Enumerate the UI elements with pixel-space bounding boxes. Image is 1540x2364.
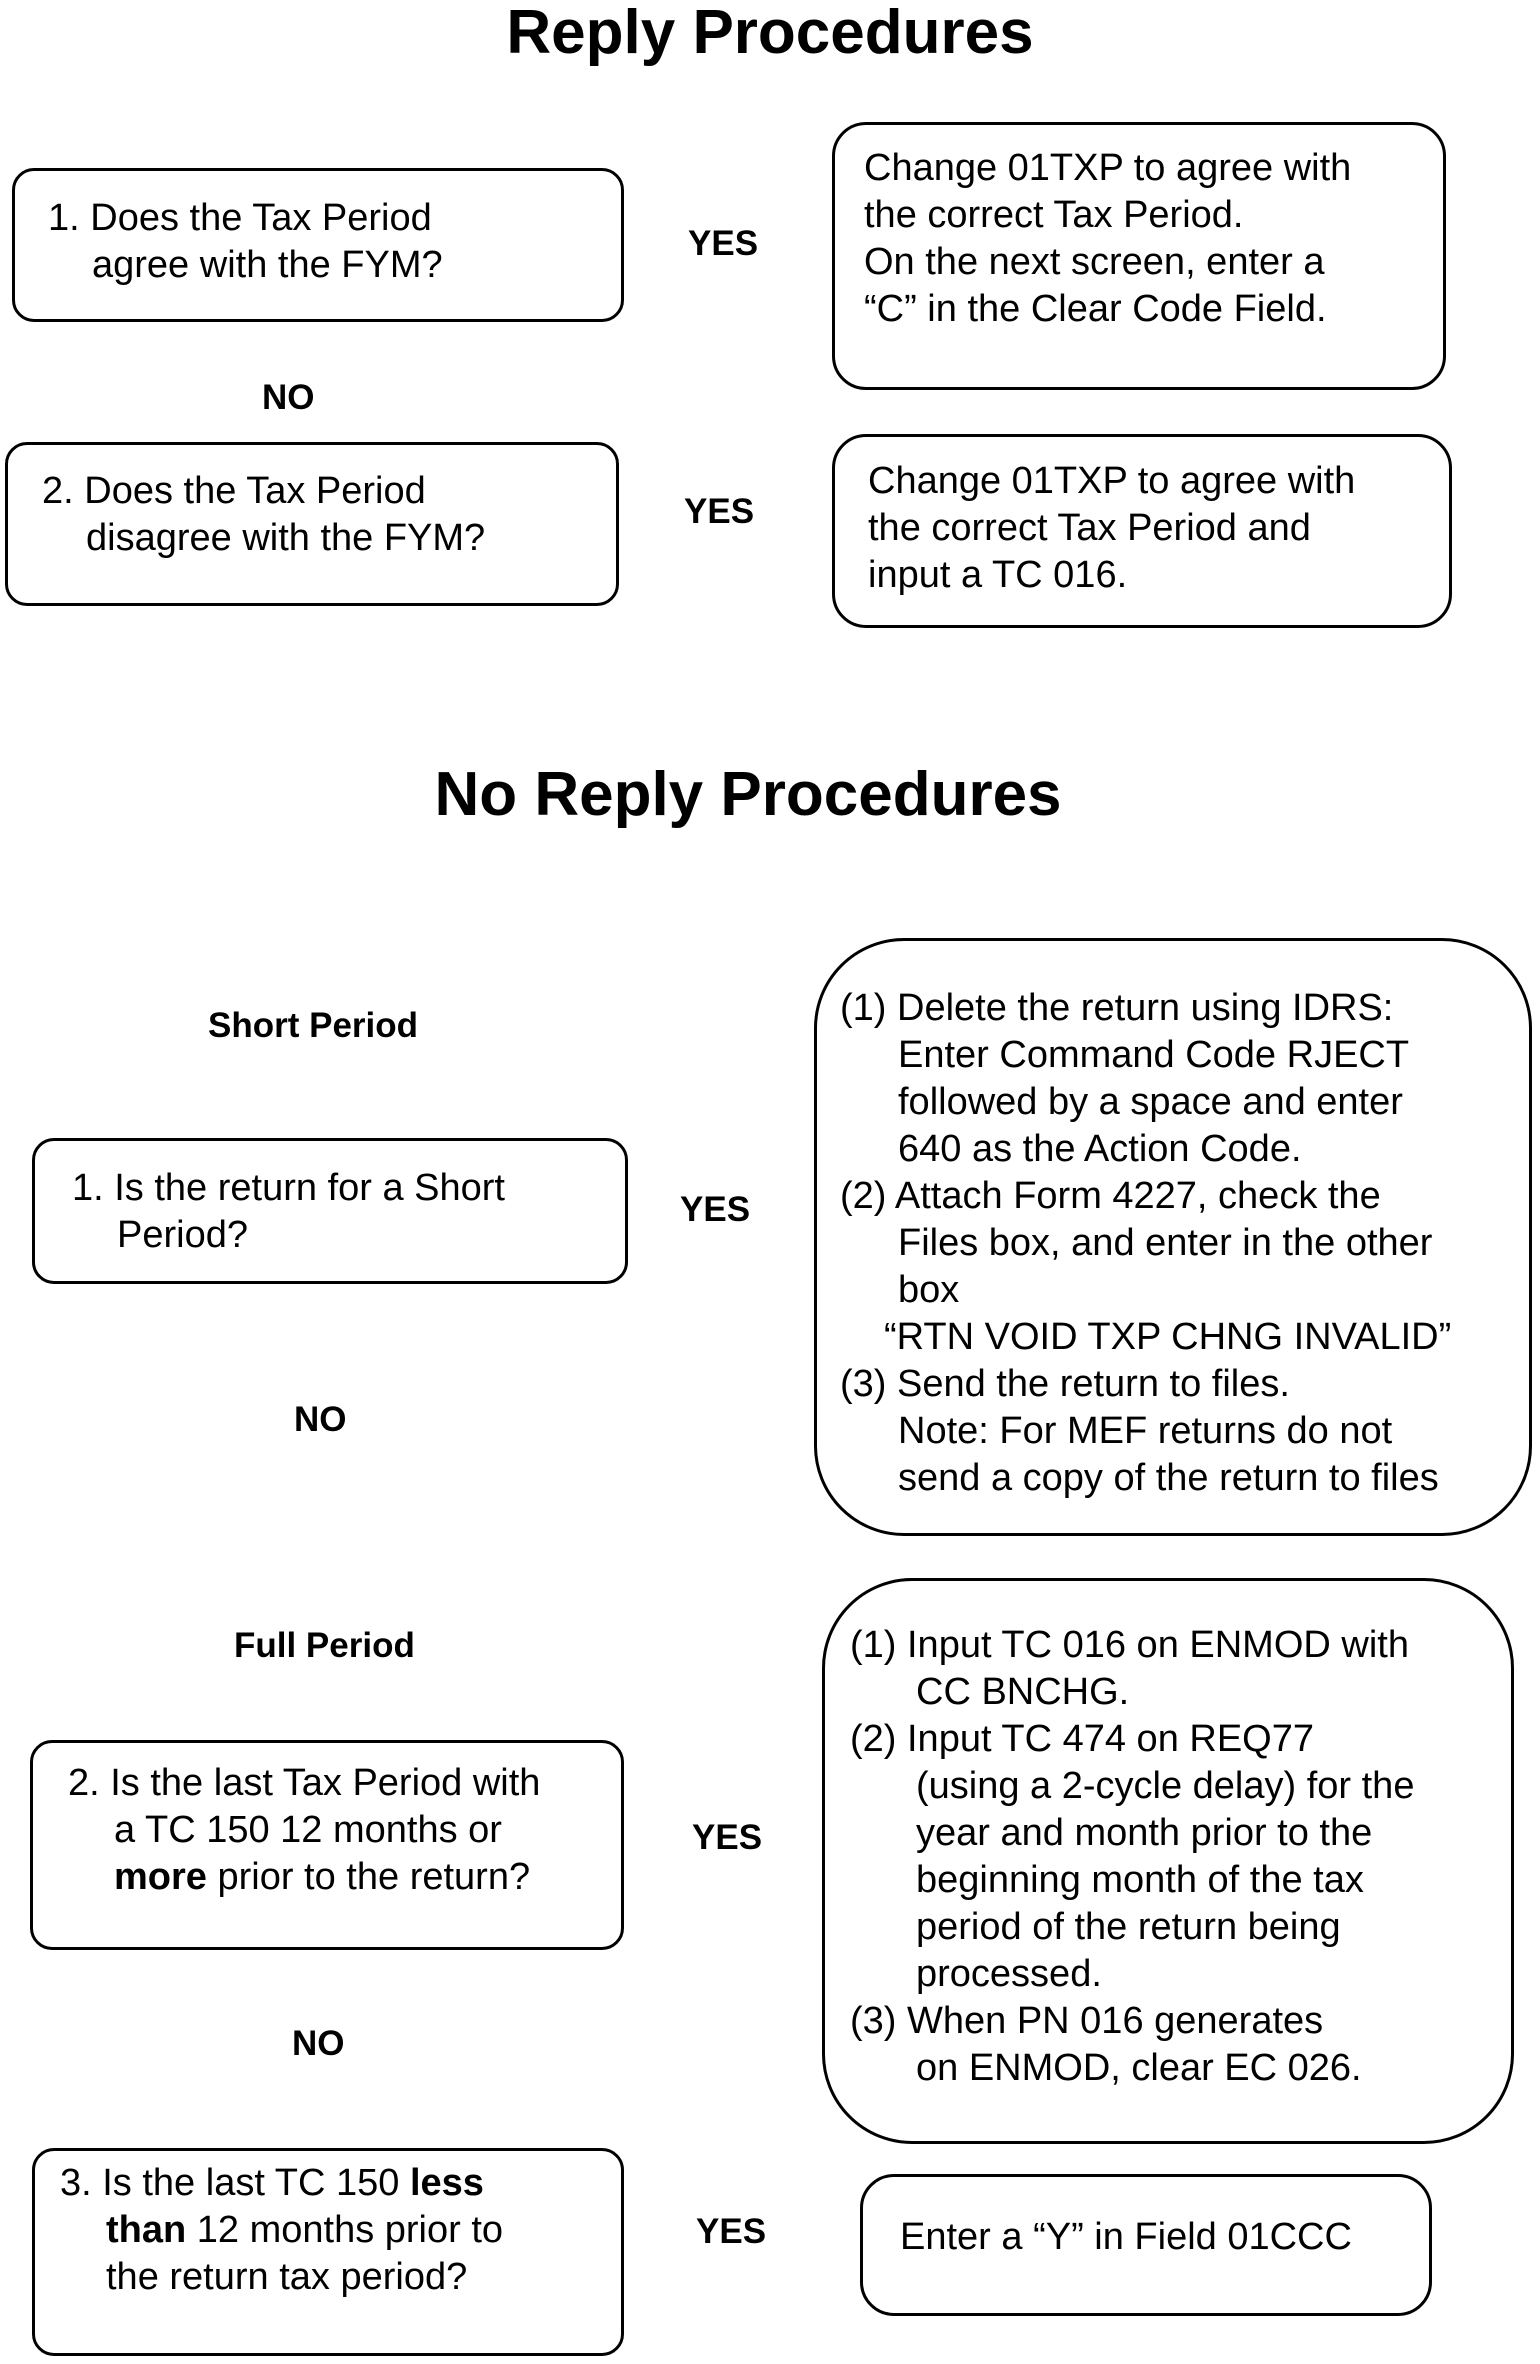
no-reply-yes-label-1: YES xyxy=(680,1190,751,1229)
no-reply-answer-1-line-5: (2) Attach Form 4227, check the xyxy=(840,1175,1381,1217)
reply-answer-2-line-1: Change 01TXP to agree with xyxy=(868,460,1356,502)
reply-answer-1-line-1: Change 01TXP to agree with xyxy=(864,147,1352,189)
no-reply-answer-1-line-8: “RTN VOID TXP CHNG INVALID” xyxy=(884,1316,1452,1358)
no-reply-answer-3-box xyxy=(860,2174,1432,2316)
no-reply-question-1-line-2: Period? xyxy=(117,1214,248,1256)
no-reply-question-2-line-2: a TC 150 12 months or xyxy=(114,1809,502,1851)
reply-question-2-line-2: disagree with the FYM? xyxy=(86,517,486,559)
reply-yes-label-2: YES xyxy=(684,492,755,531)
no-reply-answer-2-line-5: year and month prior to the xyxy=(916,1812,1373,1854)
no-reply-question-3-line-3: the return tax period? xyxy=(106,2256,468,2298)
no-reply-answer-2-line-3: (2) Input TC 474 on REQ77 xyxy=(850,1718,1314,1760)
reply-answer-2-line-2: the correct Tax Period and xyxy=(868,507,1311,549)
no-reply-answer-1-line-4: 640 as the Action Code. xyxy=(898,1128,1302,1170)
no-reply-answer-2-line-2: CC BNCHG. xyxy=(916,1671,1130,1713)
no-reply-question-2-line-1: 2. Is the last Tax Period with xyxy=(68,1762,541,1804)
no-reply-no-label-2: NO xyxy=(292,2024,345,2063)
reply-question-1-box xyxy=(12,168,624,322)
no-reply-answer-1-line-9: (3) Send the return to files. xyxy=(840,1363,1290,1405)
reply-yes-label-1: YES xyxy=(688,224,759,263)
no-reply-answer-2-line-6: beginning month of the tax xyxy=(916,1859,1364,1901)
short-period-label: Short Period xyxy=(208,1006,419,1045)
no-reply-question-3-line-1-text: 3. Is the last TC 150 xyxy=(60,2162,410,2204)
no-reply-answer-3-text: Enter a “Y” in Field 01CCC xyxy=(900,2216,1352,2258)
no-reply-question-3-line-2: than 12 months prior to xyxy=(106,2207,503,2254)
no-reply-answer-2-line-8: processed. xyxy=(916,1953,1102,1995)
reply-answer-1-box xyxy=(832,122,1446,390)
no-reply-question-1-box xyxy=(32,1138,628,1284)
no-reply-answer-1-line-10: Note: For MEF returns do not xyxy=(898,1410,1393,1452)
reply-question-2-line-1: 2. Does the Tax Period xyxy=(42,470,426,512)
no-reply-question-3-line-2-text: 12 months prior to xyxy=(186,2209,504,2251)
no-reply-question-2-line-3-text: prior to the return? xyxy=(206,1856,531,1898)
reply-no-label-1: NO xyxy=(262,378,315,417)
no-reply-answer-1-line-7: box xyxy=(898,1269,960,1311)
no-reply-answer-2-line-1: (1) Input TC 016 on ENMOD with xyxy=(850,1624,1409,1666)
full-period-label: Full Period xyxy=(234,1626,415,1665)
reply-procedures-title: Reply Procedures xyxy=(506,0,1034,67)
reply-question-2-box xyxy=(5,442,619,606)
no-reply-answer-1-box xyxy=(814,938,1532,1536)
no-reply-question-2-emphasis: more xyxy=(114,1856,207,1898)
no-reply-procedures-title: No Reply Procedures xyxy=(434,760,1062,829)
no-reply-answer-2-line-9: (3) When PN 016 generates xyxy=(850,2000,1324,2042)
reply-answer-2-box xyxy=(832,434,1452,628)
reply-question-1-line-2: agree with the FYM? xyxy=(92,244,443,286)
reply-answer-1-line-4: “C” in the Clear Code Field. xyxy=(864,288,1327,330)
no-reply-question-3-emphasis-less: less xyxy=(409,2162,484,2204)
no-reply-answer-2-line-7: period of the return being xyxy=(916,1906,1341,1948)
reply-question-1-line-1: 1. Does the Tax Period xyxy=(48,197,432,239)
no-reply-yes-label-2: YES xyxy=(692,1818,763,1857)
no-reply-answer-1-line-1: (1) Delete the return using IDRS: xyxy=(840,987,1394,1029)
no-reply-answer-1-line-3: followed by a space and enter xyxy=(898,1081,1403,1123)
reply-answer-1-line-3: On the next screen, enter a xyxy=(864,241,1325,283)
no-reply-answer-1-line-2: Enter Command Code RJECT xyxy=(898,1034,1410,1076)
no-reply-question-3-emphasis-than: than xyxy=(106,2209,187,2251)
no-reply-no-label-1: NO xyxy=(294,1400,347,1439)
no-reply-answer-2-line-4: (using a 2-cycle delay) for the xyxy=(916,1765,1415,1807)
reply-answer-1-line-2: the correct Tax Period. xyxy=(864,194,1244,236)
no-reply-answer-1-line-11: send a copy of the return to files xyxy=(898,1457,1439,1499)
reply-answer-2-line-3: input a TC 016. xyxy=(868,554,1128,596)
no-reply-answer-1-line-6: Files box, and enter in the other xyxy=(898,1222,1433,1264)
no-reply-question-2-box xyxy=(30,1740,624,1950)
no-reply-yes-label-3: YES xyxy=(696,2212,767,2251)
no-reply-question-1-line-1: 1. Is the return for a Short xyxy=(72,1167,505,1209)
no-reply-question-3-line-1: 3. Is the last TC 150 less xyxy=(60,2160,484,2207)
no-reply-answer-2-box xyxy=(822,1578,1514,2144)
no-reply-question-2-line-3: more prior to the return? xyxy=(114,1854,530,1901)
no-reply-answer-2-line-10: on ENMOD, clear EC 026. xyxy=(916,2047,1362,2089)
no-reply-question-3-box xyxy=(32,2148,624,2356)
